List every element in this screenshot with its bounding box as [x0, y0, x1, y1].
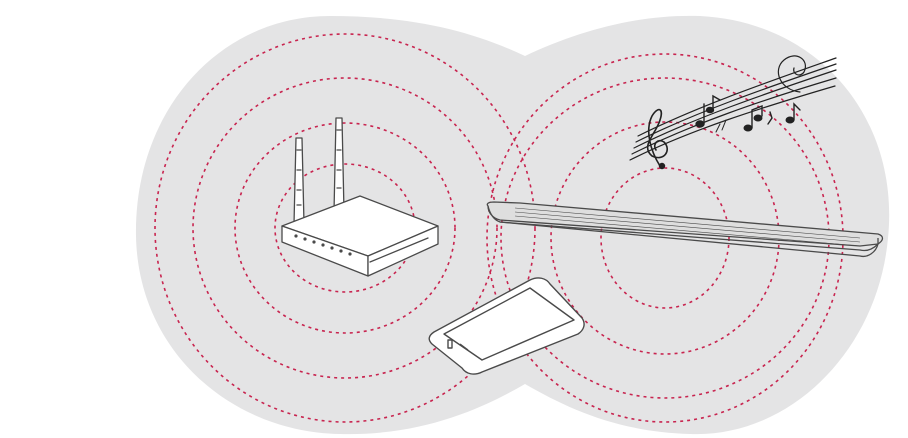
wireless-audio-diagram	[0, 0, 908, 438]
diagram-canvas	[0, 0, 908, 438]
